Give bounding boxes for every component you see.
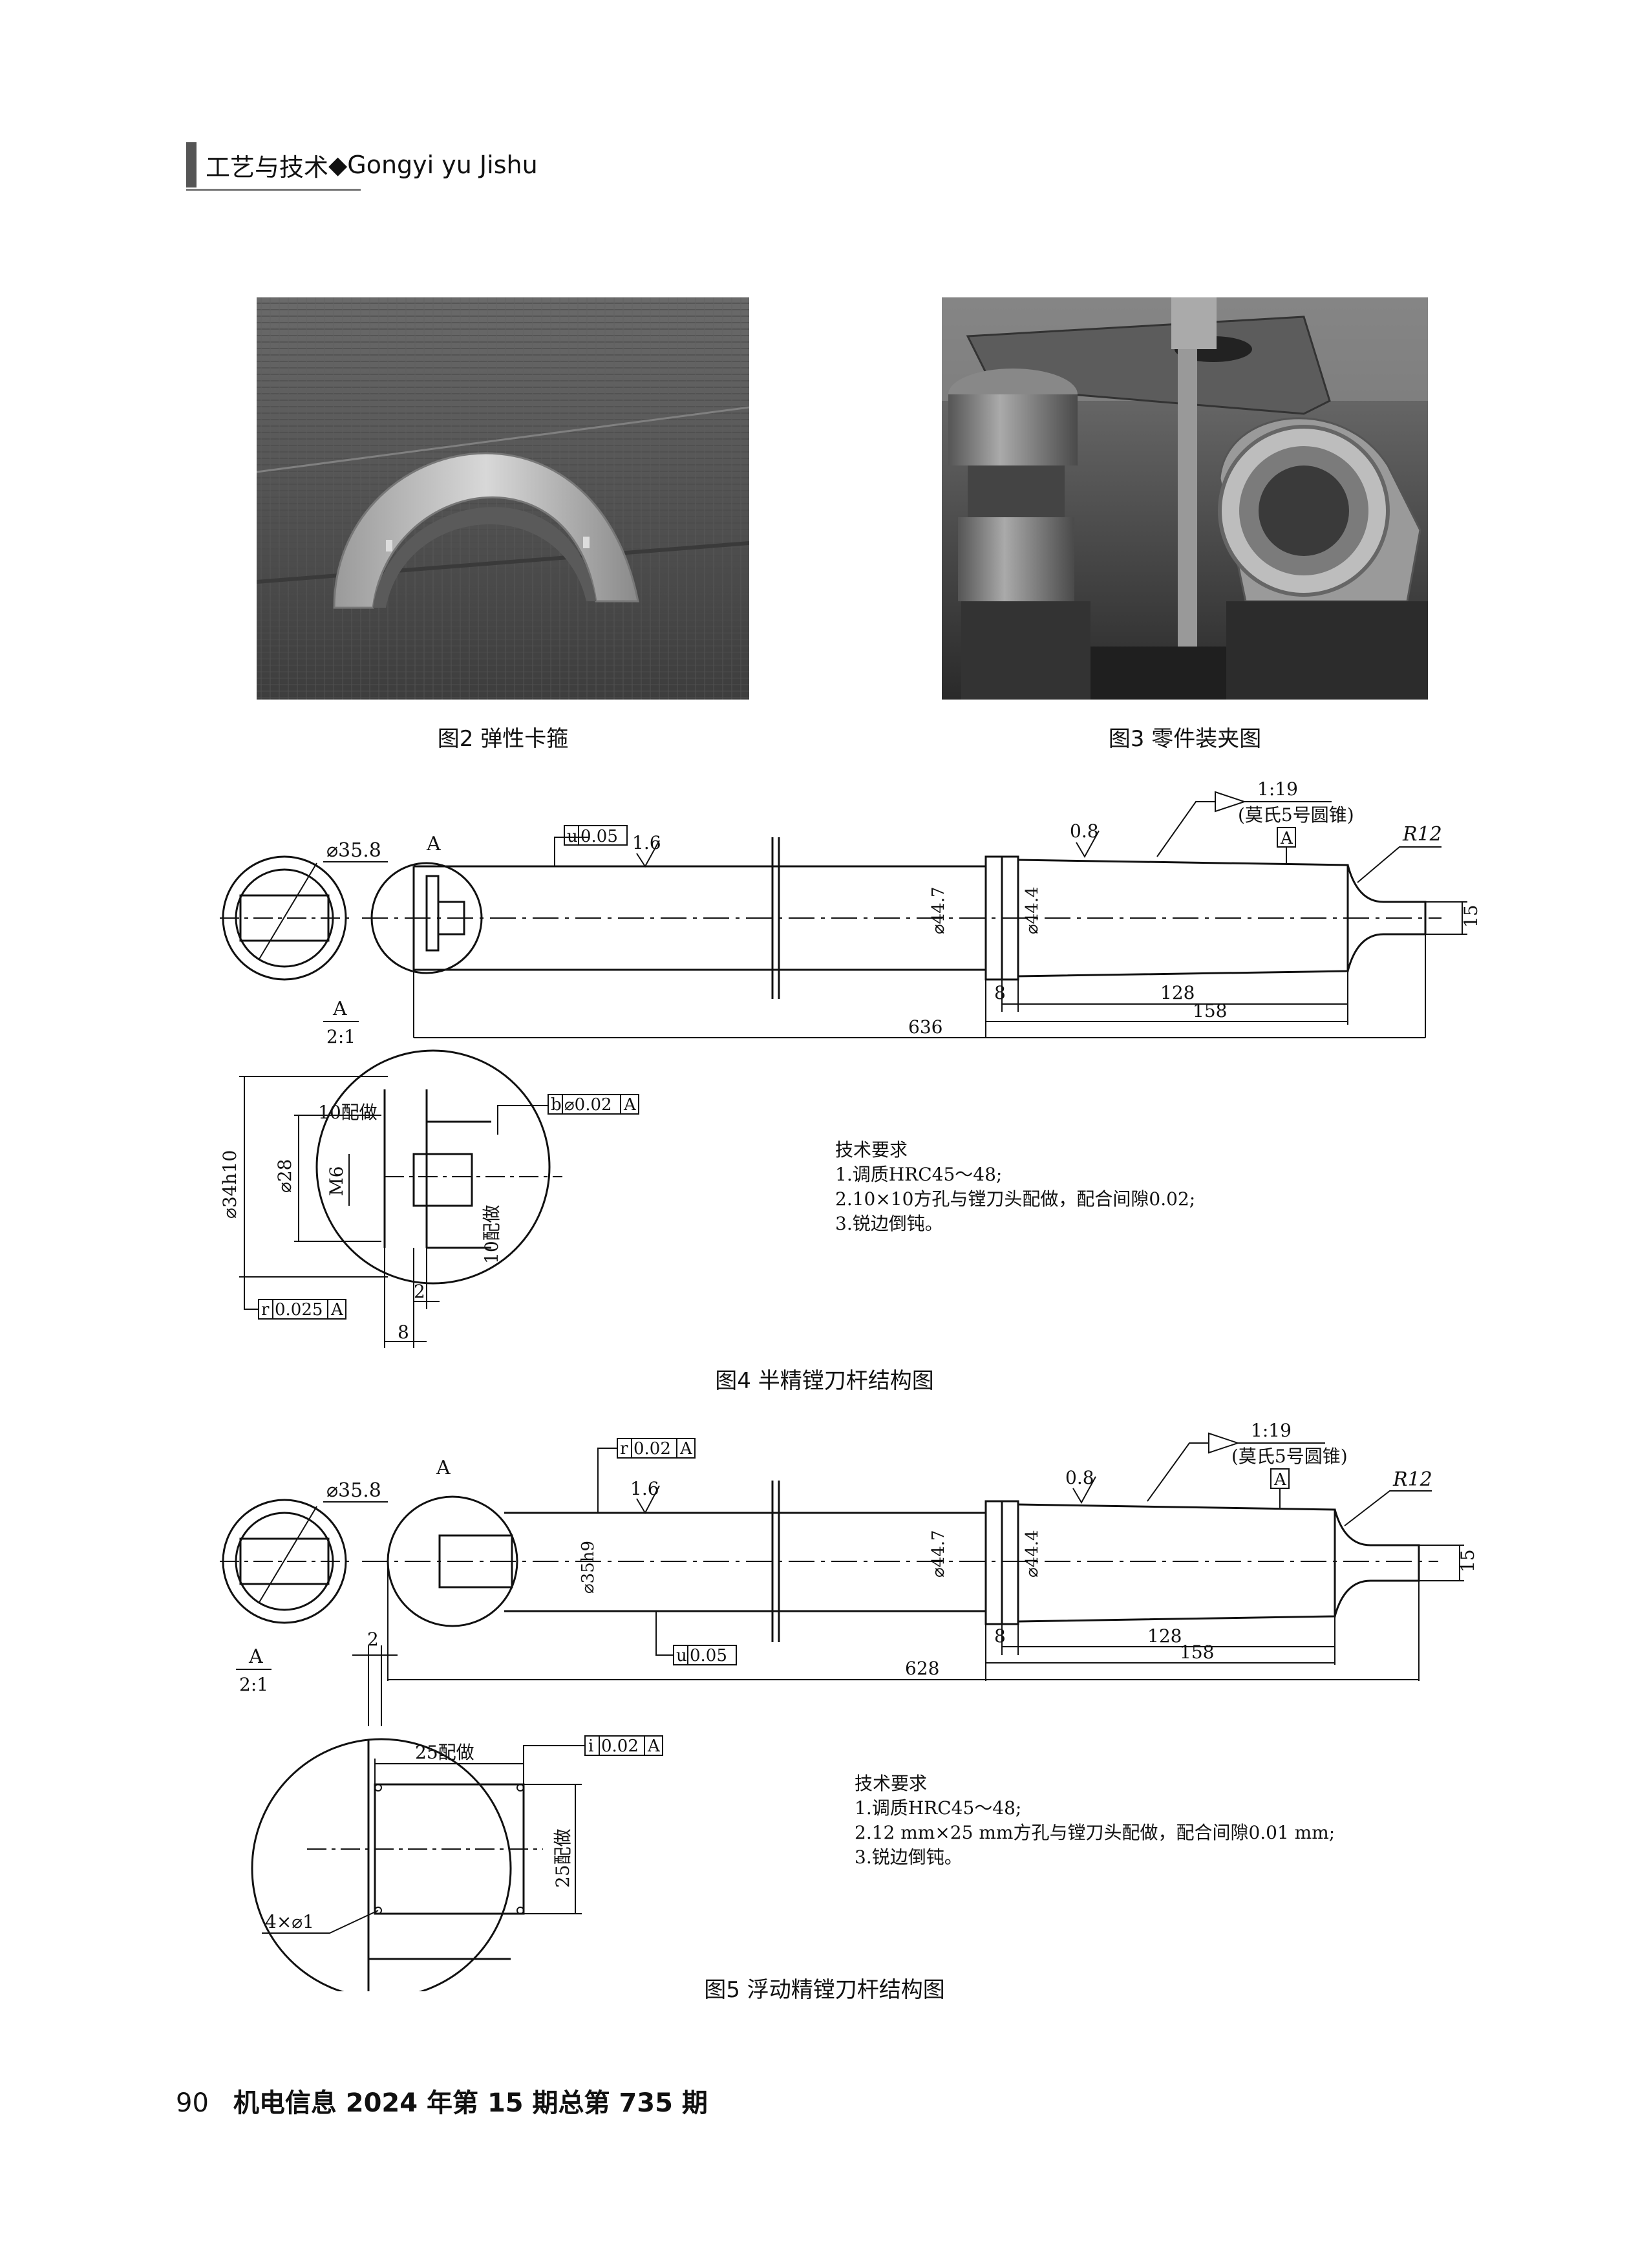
- header-section-en: Gongyi yu Jishu: [347, 151, 538, 179]
- fig4-datum-a: A: [1280, 829, 1293, 848]
- fig5-radius: R12: [1392, 1468, 1432, 1491]
- fig4-req-title: 技术要求: [835, 1139, 908, 1161]
- fig5-tol-r-ref: A: [679, 1439, 693, 1459]
- fig5-len-total: 628: [905, 1658, 939, 1679]
- fig4-d-447: ⌀44.7: [929, 886, 948, 934]
- fig4-tol-u: u: [567, 827, 578, 846]
- running-header: 工艺与技术 ◆ Gongyi yu Jishu: [186, 142, 538, 187]
- fig5-taper-note: (莫氏5号圆锥): [1231, 1446, 1348, 1467]
- fig5-requirements: 技术要求 1.调质HRC45～48; 2.12 mm×25 mm方孔与镗刀头配做…: [855, 1771, 1335, 1870]
- fig5-tol-i-val: 0.02: [601, 1737, 639, 1756]
- fig4-roughness-2: 0.8: [1070, 820, 1099, 842]
- fig5-tol-u: u: [676, 1646, 687, 1665]
- fig4-sq-1: 10配做: [318, 1102, 378, 1123]
- page-footer: 90 机电信息 2024 年第 15 期总第 735 期: [176, 2082, 708, 2119]
- fig4-m6: M6: [326, 1166, 347, 1196]
- fig4-len-8: 8: [994, 982, 1006, 1003]
- fig4-d-34h10: ⌀34h10: [219, 1150, 240, 1219]
- fig5-len-128: 128: [1147, 1625, 1182, 1647]
- fig5-section-label: A: [248, 1645, 263, 1668]
- fig4-d-444: ⌀44.4: [1023, 886, 1042, 934]
- fig4-len-128: 128: [1160, 982, 1195, 1003]
- fig5-d-444: ⌀44.4: [1023, 1530, 1042, 1578]
- fig4-tol-r: r: [261, 1300, 270, 1320]
- figure-2-photo: [257, 297, 749, 700]
- fig4-shaft: [362, 837, 1442, 999]
- fig5-len-158: 158: [1180, 1642, 1214, 1663]
- fig5-detail-view: [251, 1738, 543, 1991]
- fig4-requirements: 技术要求 1.调质HRC45～48; 2.10×10方孔与镗刀头配做，配合间隙0…: [835, 1138, 1195, 1236]
- fig4-sq-2: 10配做: [481, 1204, 502, 1264]
- fig4-detail-view: [315, 1049, 562, 1285]
- fig5-req-title: 技术要求: [855, 1773, 928, 1794]
- figure-3-photo: [942, 297, 1428, 700]
- fig5-tol-r-val: 0.02: [633, 1439, 671, 1459]
- fig4-len-158: 158: [1193, 1000, 1227, 1022]
- fig4-radius: R12: [1402, 823, 1442, 846]
- fig5-req-item-2: 2.12 mm×25 mm方孔与镗刀头配做，配合间隙0.01 mm;: [855, 1822, 1335, 1843]
- fig4-d-8b: 8: [398, 1321, 409, 1343]
- fig4-req-item-3: 3.锐边倒钝。: [835, 1213, 943, 1234]
- fig5-shaft: [362, 1481, 1438, 1642]
- fig5-req-item-1: 1.调质HRC45～48;: [855, 1797, 1022, 1819]
- figure-2-caption: 图2 弹性卡箍: [437, 726, 569, 752]
- fig4-section-scale: 2:1: [326, 1026, 356, 1047]
- fig4-tol-b: b: [551, 1095, 562, 1115]
- fig4-tol-b-ref: A: [623, 1095, 637, 1115]
- fig4-view-mark: A: [426, 833, 441, 855]
- fig5-tol-i: i: [588, 1737, 593, 1756]
- fig5-holes: 4×⌀1: [265, 1911, 314, 1932]
- fig4-roughness-1: 1.6: [632, 832, 661, 853]
- header-bar: [186, 142, 197, 187]
- fig5-sq-1: 25配做: [415, 1742, 474, 1763]
- figure-5-drawing: ⌀35.8 A r 0.02 A 1.6 0.8 1:19 (莫氏5号圆锥) A…: [220, 1422, 1478, 1991]
- fig4-end-view: [220, 855, 349, 981]
- fig4-tol-r-ref: A: [330, 1300, 344, 1320]
- fig5-tol-r: r: [620, 1439, 628, 1459]
- fig5-taper-ratio: 1:19: [1251, 1422, 1292, 1441]
- fig5-roughness-2: 0.8: [1065, 1467, 1094, 1488]
- fig4-section-label: A: [332, 998, 347, 1020]
- header-separator: ◆: [328, 151, 348, 179]
- fig5-tol-u-val: 0.05: [690, 1646, 727, 1665]
- header-section-cn: 工艺与技术: [206, 153, 329, 182]
- fig4-req-item-2: 2.10×10方孔与镗刀头配做，配合间隙0.02;: [835, 1188, 1196, 1210]
- fig4-tol-u-val: 0.05: [580, 827, 618, 846]
- fig5-len-8: 8: [994, 1625, 1006, 1647]
- fig5-end-view: [220, 1499, 349, 1624]
- fig5-tip: 15: [1457, 1549, 1478, 1572]
- fig5-roughness-1: 1.6: [630, 1478, 659, 1499]
- fig5-section-scale: 2:1: [239, 1674, 268, 1695]
- journal-info: 机电信息 2024 年第 15 期总第 735 期: [233, 2088, 708, 2118]
- figure-5-caption: 图5 浮动精镗刀杆结构图: [704, 1977, 945, 2003]
- fig4-d-head: ⌀35.8: [326, 839, 381, 862]
- page-number: 90: [176, 2088, 209, 2118]
- fig4-tol-b-val: ⌀0.02: [564, 1095, 612, 1115]
- fig4-d-28: ⌀28: [274, 1159, 295, 1193]
- figure-4-caption: 图4 半精镗刀杆结构图: [715, 1368, 934, 1394]
- fig5-d-447: ⌀44.7: [929, 1530, 948, 1578]
- fig5-d-35h9: ⌀35h9: [579, 1541, 598, 1594]
- fig5-req-item-3: 3.锐边倒钝。: [855, 1846, 963, 1868]
- fig5-d-2: 2: [367, 1629, 379, 1650]
- fig5-view-mark: A: [436, 1457, 451, 1479]
- fig5-tol-i-ref: A: [647, 1737, 661, 1756]
- fig5-datum-a: A: [1273, 1470, 1287, 1490]
- figure-4-drawing: ⌀35.8 A u 0.05 1.6 0.8 1:19 (莫氏5号圆锥) A R…: [219, 778, 1482, 1348]
- figure-3-caption: 图3 零件装夹图: [1108, 726, 1262, 752]
- fig4-req-item-1: 1.调质HRC45～48;: [835, 1164, 1003, 1185]
- fig4-taper-note: (莫氏5号圆锥): [1238, 804, 1354, 826]
- fig4-taper-ratio: 1:19: [1257, 778, 1298, 800]
- fig5-d-head: ⌀35.8: [326, 1479, 381, 1502]
- fig4-len-total: 636: [908, 1016, 942, 1038]
- fig5-sq-2: 25配做: [552, 1828, 573, 1888]
- fig4-d-2: 2: [414, 1281, 425, 1302]
- header-rule: [186, 189, 361, 191]
- fig4-tip: 15: [1460, 904, 1482, 928]
- fig4-tol-r-val: 0.025: [275, 1300, 323, 1320]
